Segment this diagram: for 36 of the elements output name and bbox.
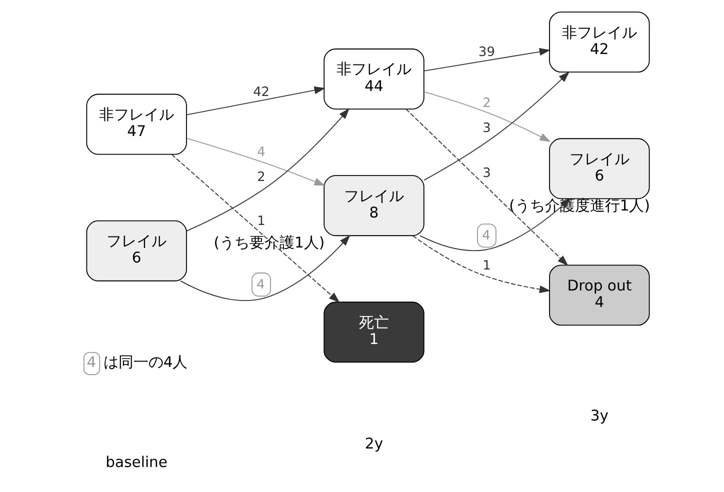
arrow: [424, 71, 570, 181]
node-box: フレイル 6: [549, 138, 650, 200]
arrow: [406, 108, 568, 266]
arrow: [412, 235, 551, 294]
arrow: [171, 154, 340, 303]
arrow: [420, 198, 571, 252]
node-box: 非フレイル 44: [324, 48, 424, 110]
node-box: 非フレイル 47: [86, 94, 187, 155]
edge-label: 4: [482, 228, 490, 244]
node-box: フレイル 8: [324, 175, 424, 236]
arrow: [186, 138, 326, 186]
arrow: [424, 48, 551, 72]
edge-label: 3: [482, 166, 491, 182]
arrow: [423, 91, 551, 142]
arrow: [186, 108, 350, 232]
edge-label: 39: [478, 45, 495, 60]
edge-label: 4: [257, 144, 266, 160]
edge-label: 4: [256, 277, 265, 292]
edge-label: 3: [482, 120, 491, 136]
node-label: (うち要介護1人): [214, 234, 325, 252]
node-box: フレイル 6: [86, 220, 187, 282]
label: 3y: [590, 408, 608, 425]
edge-label: 2: [257, 170, 266, 185]
label: 4: [86, 354, 96, 372]
node-box: 死亡 1: [324, 302, 424, 363]
label: baseline: [106, 454, 168, 471]
arrow: [180, 234, 350, 301]
edge-label: 42: [253, 84, 270, 100]
node-box: 非フレイル 42: [549, 12, 650, 73]
edge-label: 1: [257, 214, 266, 230]
edge-label: 2: [482, 96, 491, 111]
arrow: [186, 86, 326, 116]
node-box: Drop out 4: [549, 264, 650, 326]
label: 2y: [364, 435, 384, 452]
edge-label: 1: [482, 258, 491, 274]
label: は同一の4人: [103, 354, 188, 372]
